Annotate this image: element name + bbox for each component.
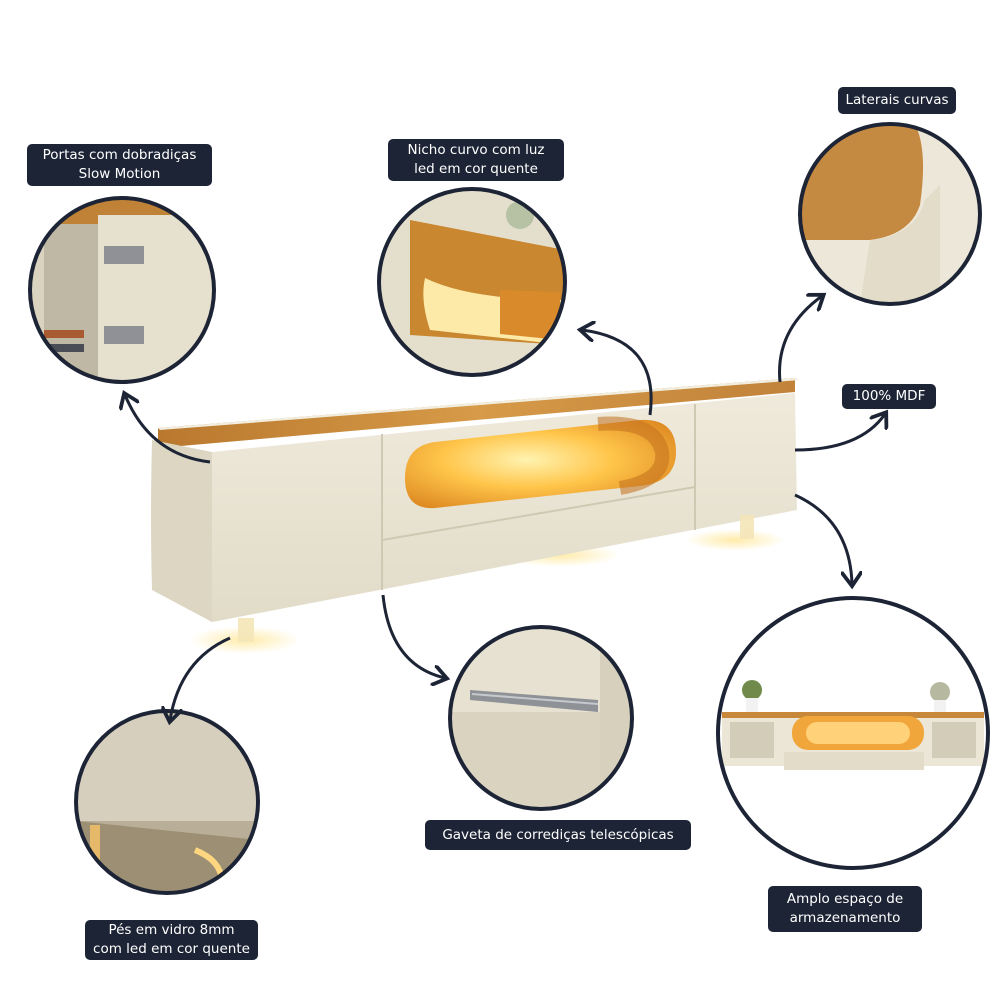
arrow-sides xyxy=(778,296,822,383)
label-doors-line1: Portas com dobradiças xyxy=(42,147,197,163)
arrow-doors xyxy=(125,395,211,464)
storage-detail-circle xyxy=(716,596,990,870)
arrow-feet xyxy=(170,636,231,720)
led-niche xyxy=(405,419,676,509)
label-drawer: Gaveta de corrediças telescópicas xyxy=(425,820,691,850)
label-storage: Amplo espaço de armazenamento xyxy=(768,886,922,932)
niche-detail-circle xyxy=(377,187,567,377)
label-storage-line1: Amplo espaço de xyxy=(786,891,904,907)
label-doors-line2: Slow Motion xyxy=(78,166,161,182)
glass-foot-left xyxy=(238,618,254,642)
callout-arrows xyxy=(125,296,885,720)
arrow-mdf xyxy=(794,414,885,452)
arrow-storage xyxy=(794,493,852,584)
label-niche: Nicho curvo com luz led em cor quente xyxy=(388,139,564,181)
feet-detail-circle xyxy=(74,709,260,895)
label-feet-line2: com led em cor quente xyxy=(93,941,250,957)
label-feet-line1: Pés em vidro 8mm xyxy=(108,922,235,938)
label-sides: Laterais curvas xyxy=(838,87,956,114)
label-sides-line1: Laterais curvas xyxy=(845,92,949,108)
drawer-detail-circle xyxy=(448,625,634,811)
label-mdf-line1: 100% MDF xyxy=(852,388,926,404)
arrow-niche xyxy=(582,330,653,416)
left-curved-side xyxy=(151,440,212,622)
arrow-drawer xyxy=(381,594,445,678)
sides-detail-circle xyxy=(798,122,982,306)
label-niche-line1: Nicho curvo com luz xyxy=(407,142,545,158)
label-niche-line2: led em cor quente xyxy=(414,161,538,177)
wood-top xyxy=(158,378,795,448)
glass-foot-right xyxy=(740,515,754,539)
label-storage-line2: armazenamento xyxy=(789,910,901,926)
doors-detail-circle xyxy=(28,196,216,384)
floor-led-glow-right xyxy=(685,529,785,551)
label-doors: Portas com dobradiças Slow Motion xyxy=(27,144,212,186)
label-mdf: 100% MDF xyxy=(842,384,936,409)
tv-rack-main xyxy=(151,378,800,654)
label-feet: Pés em vidro 8mm com led em cor quente xyxy=(85,920,258,960)
label-drawer-line1: Gaveta de corrediças telescópicas xyxy=(442,826,674,843)
